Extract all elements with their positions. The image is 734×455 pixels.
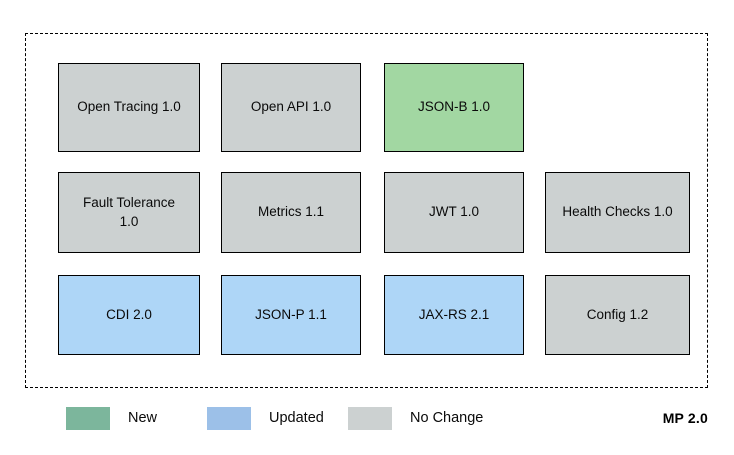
- legend-swatch: [348, 406, 392, 430]
- spec-box-label: JAX-RS 2.1: [418, 306, 490, 322]
- spec-box-label: JSON-P 1.1: [255, 306, 327, 322]
- spec-box[interactable]: Health Checks 1.0: [545, 172, 690, 253]
- legend-item: New: [66, 398, 157, 438]
- microprofile-platform-frame: [25, 33, 708, 388]
- spec-box[interactable]: Fault Tolerance 1.0: [58, 172, 200, 253]
- spec-box-label: Config 1.2: [586, 306, 649, 322]
- spec-box-label: Health Checks 1.0: [562, 204, 673, 220]
- spec-box[interactable]: Open Tracing 1.0: [58, 63, 200, 152]
- spec-box[interactable]: JSON-P 1.1: [221, 275, 361, 355]
- legend-label: Updated: [269, 410, 324, 426]
- spec-box-label: Fault Tolerance 1.0: [82, 195, 176, 229]
- legend: MP 2.0 New Updated No Change: [0, 398, 734, 438]
- spec-box-label: Open Tracing 1.0: [77, 99, 181, 115]
- legend-label: No Change: [410, 410, 484, 426]
- version-tag: MP 2.0: [662, 410, 708, 426]
- spec-box-label: Open API 1.0: [250, 99, 332, 115]
- spec-box-label: CDI 2.0: [106, 306, 152, 322]
- spec-box[interactable]: Open API 1.0: [221, 63, 361, 152]
- spec-box[interactable]: CDI 2.0: [58, 275, 200, 355]
- spec-box[interactable]: JSON-B 1.0: [384, 63, 524, 152]
- legend-swatch: [66, 406, 110, 430]
- legend-item: Updated: [207, 398, 324, 438]
- spec-box-label: JSON-B 1.0: [417, 99, 491, 115]
- spec-box-label: Metrics 1.1: [257, 204, 325, 220]
- spec-box-label: JWT 1.0: [428, 204, 479, 220]
- spec-box[interactable]: Config 1.2: [545, 275, 690, 355]
- spec-box[interactable]: JWT 1.0: [384, 172, 524, 253]
- legend-item: No Change: [348, 398, 483, 438]
- legend-swatch: [207, 406, 251, 430]
- spec-box[interactable]: JAX-RS 2.1: [384, 275, 524, 355]
- legend-label: New: [128, 410, 158, 426]
- spec-box[interactable]: Metrics 1.1: [221, 172, 361, 253]
